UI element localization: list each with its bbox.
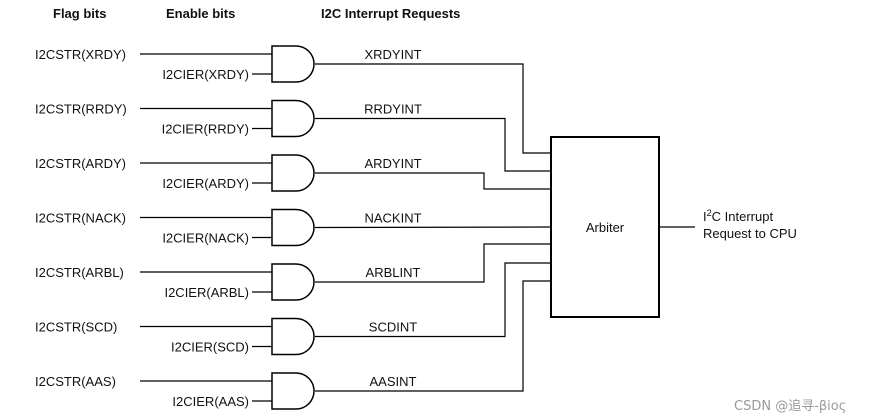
gate-row: I2CSTR(RRDY) I2CIER(RRDY) RRDYINT [35,99,551,172]
and-gate-symbol [271,372,315,410]
and-gate-symbol [271,263,315,301]
enable-bit-label: I2CIER(ARBL) [164,285,249,300]
enable-bit-label: I2CIER(XRDY) [162,67,249,82]
and-gate-symbol [271,45,315,83]
watermark: CSDN @追寻-βiος [734,398,846,414]
request-wire [315,172,551,190]
request-wire [315,63,551,154]
flag-bit-label: I2CSTR(XRDY) [35,47,126,62]
request-wire [315,280,551,392]
request-wire [315,117,551,172]
gate-row: I2CSTR(NACK) I2CIER(NACK) NACKINT [35,208,552,247]
interrupt-request-label: ARDYINT [364,156,421,171]
flag-bit-label: I2CSTR(SCD) [35,320,117,335]
interrupt-request-label: AASINT [370,374,417,389]
enable-bit-label: I2CIER(SCD) [171,340,249,355]
gate-row: I2CSTR(ARDY) I2CIER(ARDY) ARDYINT [35,154,551,192]
gate-row: I2CSTR(AAS) I2CIER(AAS) AASINT [35,280,551,410]
enable-bit-label: I2CIER(ARDY) [162,176,249,191]
interrupt-request-label: SCDINT [369,320,417,335]
and-gate-symbol [271,99,315,138]
header-interrupt-requests: I2C Interrupt Requests [321,6,460,21]
flag-bit-label: I2CSTR(NACK) [35,211,126,226]
flag-bit-label: I2CSTR(ARBL) [35,265,124,280]
and-gate-symbol [271,317,315,356]
interrupt-request-label: RRDYINT [364,102,422,117]
flag-bit-label: I2CSTR(AAS) [35,374,116,389]
enable-bit-label: I2CIER(NACK) [162,231,249,246]
request-wire [315,262,551,338]
flag-bit-label: I2CSTR(ARDY) [35,156,126,171]
interrupt-request-label: ARBLINT [366,265,421,280]
enable-bit-label: I2CIER(RRDY) [162,122,249,137]
request-wire [314,226,552,229]
and-gate-symbol [271,154,315,192]
interrupt-request-label: XRDYINT [364,47,421,62]
interrupt-request-label: NACKINT [364,211,421,226]
and-gate-symbol [271,208,315,247]
gate-row: I2CSTR(XRDY) I2CIER(XRDY) XRDYINT [35,45,551,154]
arbiter-box [550,136,660,318]
header-enable-bits: Enable bits [166,6,235,21]
flag-bit-label: I2CSTR(RRDY) [35,102,127,117]
output-label-line1: I2C Interrupt [703,208,773,224]
header-flag-bits: Flag bits [53,6,106,21]
enable-bit-label: I2CIER(AAS) [172,394,249,409]
request-wire [315,243,551,283]
gate-row: I2CSTR(ARBL) I2CIER(ARBL) ARBLINT [35,243,551,301]
arbiter-label: Arbiter [586,220,625,235]
output-label-line2: Request to CPU [703,226,797,241]
gate-rows: I2CSTR(XRDY) I2CIER(XRDY) XRDYINT I2CSTR(RR… [35,45,552,410]
gate-row: I2CSTR(SCD) I2CIER(SCD) SCDINT [35,262,551,356]
